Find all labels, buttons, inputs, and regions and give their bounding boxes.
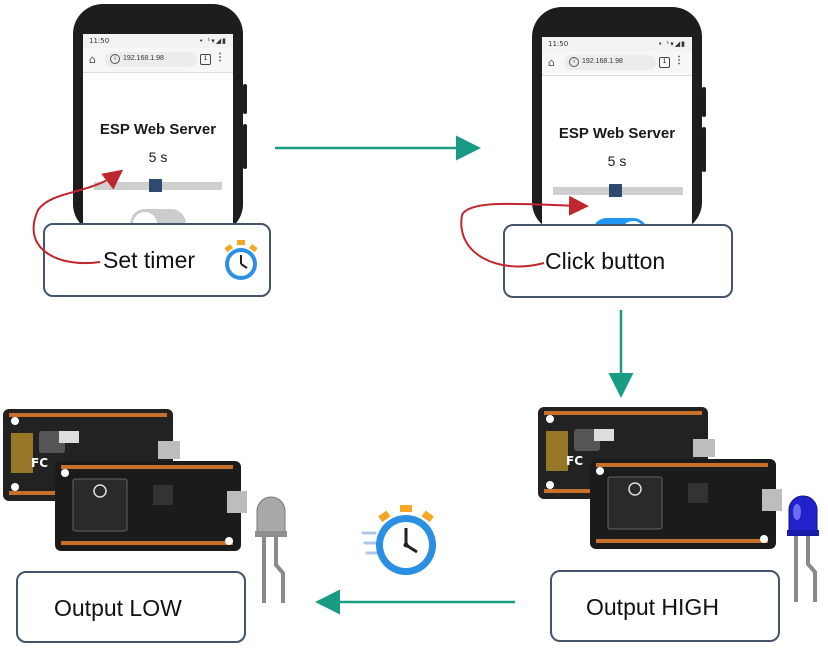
status-bar: 11:50 • ¹▾◢▮ bbox=[542, 37, 692, 51]
set-timer-label: Set timer bbox=[103, 247, 196, 273]
info-icon: i bbox=[569, 57, 579, 67]
phone-screen: 11:50 • ¹▾◢▮ ⌂ i 192.168.1.98 1 ⋮ ESP We… bbox=[542, 37, 692, 232]
output-low-box: Output LOW bbox=[16, 571, 246, 643]
stopwatch-icon bbox=[224, 240, 258, 280]
phone-screen: 11:50 • ¹▾◢▮ ⌂ i 192.168.1.98 1 ⋮ ESP We… bbox=[83, 34, 233, 234]
led-icon bbox=[255, 496, 287, 603]
output-low-label: Output LOW bbox=[54, 595, 182, 621]
home-icon[interactable]: ⌂ bbox=[89, 53, 96, 66]
browser-url-bar: ⌂ i 192.168.1.98 1 ⋮ bbox=[83, 48, 233, 73]
status-bar: 11:50 • ¹▾◢▮ bbox=[83, 34, 233, 48]
status-time: 11:50 bbox=[548, 40, 569, 48]
output-high-box: Output HIGH bbox=[550, 570, 780, 642]
timer-value: 5 s bbox=[607, 153, 627, 169]
click-button-box: Click button bbox=[503, 224, 733, 298]
click-button-label: Click button bbox=[545, 248, 666, 274]
address-field[interactable]: i 192.168.1.98 bbox=[105, 52, 197, 67]
status-time: 11:50 bbox=[89, 37, 110, 45]
output-high-label: Output HIGH bbox=[586, 594, 719, 620]
browser-url-bar: ⌂ i 192.168.1.98 1 ⋮ bbox=[542, 51, 692, 76]
timer-value: 5 s bbox=[148, 149, 168, 165]
home-icon[interactable]: ⌂ bbox=[548, 56, 555, 69]
pointer-arrow-set-timer bbox=[32, 169, 124, 265]
status-icons: • ¹▾◢▮ bbox=[658, 40, 686, 48]
url-text: 192.168.1.98 bbox=[582, 58, 623, 65]
address-field[interactable]: i 192.168.1.98 bbox=[564, 55, 656, 70]
phone-right: 11:50 • ¹▾◢▮ ⌂ i 192.168.1.98 1 ⋮ ESP We… bbox=[532, 7, 706, 232]
board-icon: FC bbox=[538, 407, 782, 549]
set-timer-box: Set timer bbox=[43, 223, 271, 297]
svg-text:FC: FC bbox=[31, 456, 48, 470]
info-icon: i bbox=[110, 54, 120, 64]
page-title: ESP Web Server bbox=[99, 121, 217, 138]
tab-count-icon[interactable]: 1 bbox=[200, 54, 211, 65]
stopwatch-icon bbox=[361, 505, 436, 575]
board-icon: FC bbox=[3, 409, 247, 551]
url-text: 192.168.1.98 bbox=[123, 55, 164, 62]
slider-thumb[interactable] bbox=[149, 179, 162, 192]
pointer-arrow-click-button bbox=[460, 195, 589, 268]
slider-thumb[interactable] bbox=[609, 184, 622, 197]
phone-left: 11:50 • ¹▾◢▮ ⌂ i 192.168.1.98 1 ⋮ ESP We… bbox=[73, 4, 247, 234]
page-title: ESP Web Server bbox=[558, 125, 676, 142]
tab-count-icon[interactable]: 1 bbox=[659, 57, 670, 68]
svg-text:FC: FC bbox=[566, 454, 583, 468]
led-icon bbox=[787, 495, 819, 602]
status-icons: • ¹▾◢▮ bbox=[199, 37, 227, 45]
menu-icon[interactable]: ⋮ bbox=[215, 52, 225, 63]
menu-icon[interactable]: ⋮ bbox=[674, 55, 684, 66]
